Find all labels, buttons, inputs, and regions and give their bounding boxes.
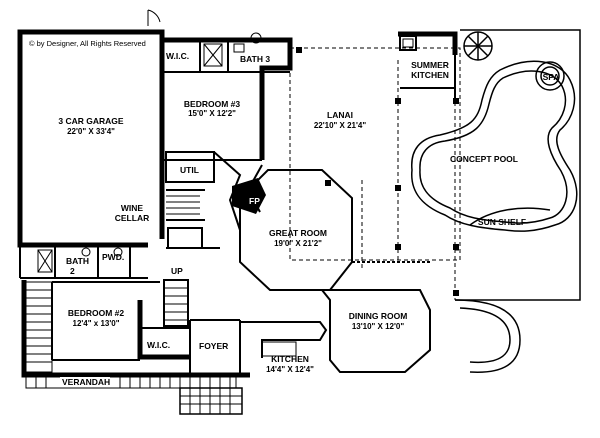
great-room-size: 19'0" X 21'2" (274, 239, 322, 248)
sun-shelf-label: SUN SHELF (478, 217, 526, 227)
garage-size: 22'0" X 33'4" (67, 127, 115, 136)
up-label: UP (171, 266, 183, 276)
foyer-label: FOYER (199, 341, 228, 351)
spa-label: SPA (543, 72, 560, 82)
bedroom2-size: 12'4" x 13'0" (73, 319, 120, 328)
wine-cellar-label-2: CELLAR (115, 213, 149, 223)
door-swing (147, 9, 161, 26)
pwd-label: PWD. (102, 252, 124, 262)
util-label: UTIL (180, 165, 199, 175)
dining-room-size: 13'10" X 12'0" (352, 322, 405, 331)
lanai-posts (296, 47, 459, 296)
kitchen-size: 14'4" X 12'4" (266, 365, 314, 374)
kitchen-label: KITCHEN (271, 354, 309, 364)
summer-kitchen (399, 35, 456, 100)
pool-deck (454, 29, 581, 373)
wic-lower-label: W.I.C. (147, 340, 170, 350)
fireplace (232, 178, 266, 214)
pool-label: CONCEPT POOL (450, 154, 518, 164)
verandah (25, 281, 243, 415)
lanai-size: 22'10" X 21'4" (314, 121, 367, 130)
concept-pool (411, 60, 578, 232)
wic-top-label: W.I.C. (166, 51, 189, 61)
bedroom3-size: 15'0" X 12'2" (188, 109, 236, 118)
wine-cellar-label-1: WINE (121, 203, 144, 213)
summer-kitchen-label-2: KITCHEN (411, 70, 449, 80)
fp-label: FP (249, 196, 260, 206)
summer-kitchen-label-1: SUMMER (411, 60, 449, 70)
bath2-number: 2 (70, 266, 75, 276)
verandah-label-bg (60, 377, 110, 387)
bedroom3-label: BEDROOM #3 (184, 99, 240, 109)
bath3-label: BATH 3 (240, 54, 270, 64)
copyright-text: © by Designer, All Rights Reserved (29, 39, 146, 48)
bath2-label: BATH (66, 256, 89, 266)
lanai-label: LANAI (327, 110, 353, 120)
copyright-notice: © by Designer, All Rights Reserved (27, 37, 157, 49)
garage-label: 3 CAR GARAGE (58, 116, 124, 126)
great-room-label: GREAT ROOM (269, 228, 327, 238)
verandah-label: VERANDAH (62, 377, 110, 387)
dining-room-label: DINING ROOM (349, 311, 408, 321)
bedroom2-label: BEDROOM #2 (68, 308, 124, 318)
bath-fixtures (37, 32, 262, 273)
